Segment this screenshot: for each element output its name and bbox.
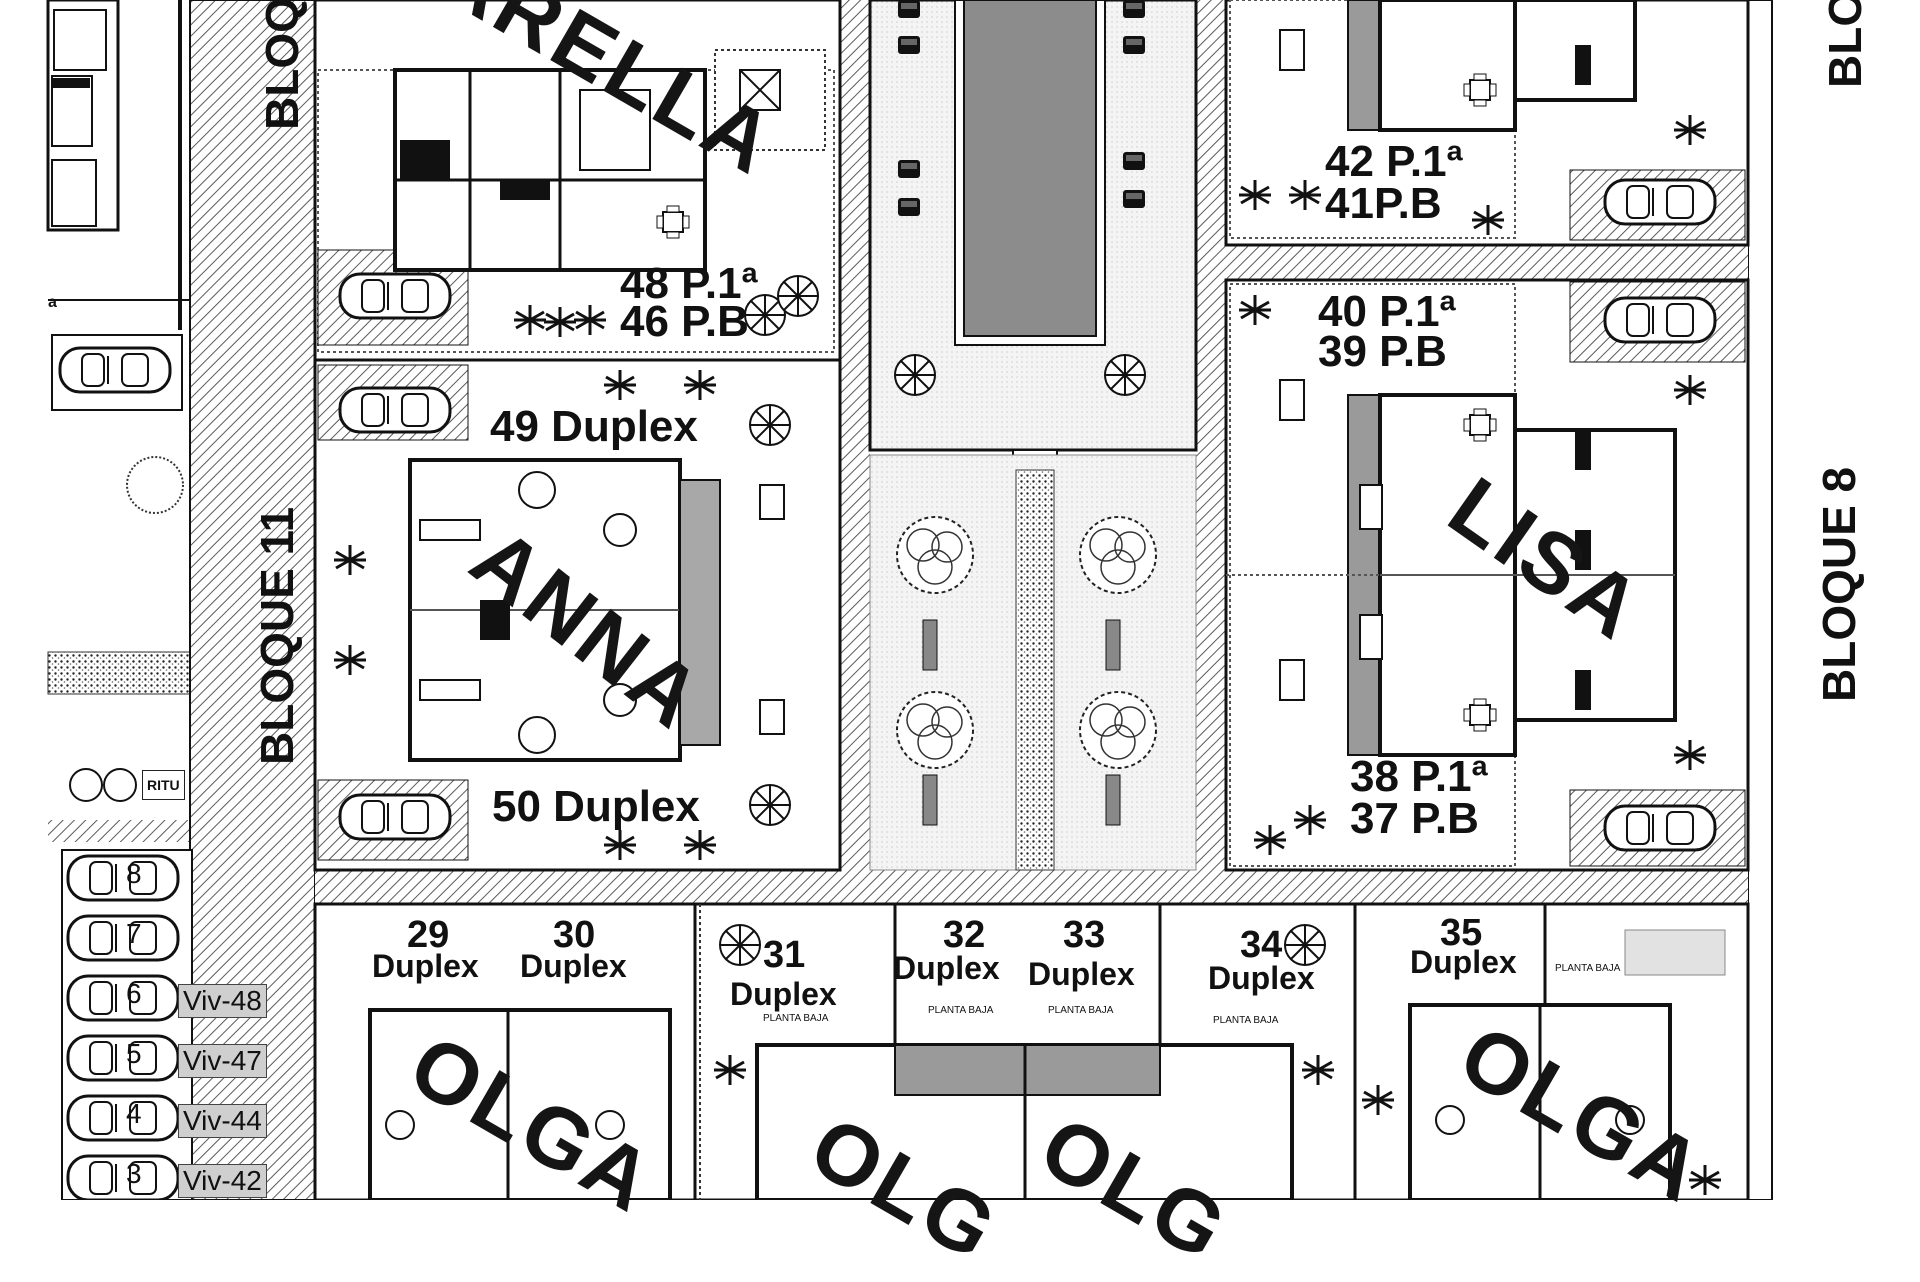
- unit-32-subtitle: PLANTA BAJA: [928, 1005, 994, 1016]
- parking-number: 3: [126, 1158, 142, 1189]
- neighbour-building-left: [46, 0, 191, 802]
- site-plan: [46, 0, 1773, 1200]
- pool: [963, 0, 1097, 337]
- parking-number: 8: [126, 858, 142, 889]
- parking-number: 7: [126, 918, 142, 949]
- unit-37-label: 37 P.B: [1350, 794, 1479, 843]
- parking-viv-label: Viv-44: [178, 1104, 267, 1138]
- unit-40-label: 40 P.1ª: [1318, 287, 1456, 336]
- unit-35-type: Duplex: [1410, 944, 1517, 980]
- unit-33-number: 33: [1063, 914, 1106, 956]
- block-anna: [313, 358, 842, 872]
- unit-46-label: 46 P.B: [620, 297, 749, 346]
- parking-viv-label: Viv-47: [178, 1044, 267, 1078]
- pool-area: [868, 0, 1198, 471]
- block-lisa: [1224, 278, 1750, 872]
- edge-letter: a: [48, 294, 57, 311]
- street-label-top-right: BLO: [1819, 0, 1871, 88]
- street-label-top-left: BLOQ: [256, 0, 308, 130]
- unit-38-label: 38 P.1ª: [1350, 752, 1488, 801]
- unit-33-type: Duplex: [1028, 956, 1135, 992]
- central-garden: [869, 454, 1197, 871]
- unit-35-number: 35: [1440, 912, 1483, 954]
- unit-30-number: 30: [553, 914, 596, 956]
- street-label-bloque-8: BLOQUE 8: [1813, 466, 1865, 702]
- unit-34-subtitle: PLANTA BAJA: [1213, 1015, 1279, 1026]
- unit-35-subtitle: PLANTA BAJA: [1555, 963, 1621, 974]
- unit-31-subtitle: PLANTA BAJA: [763, 1013, 829, 1024]
- unit-31-type: Duplex: [730, 976, 837, 1012]
- road-horizontal: [315, 870, 1748, 904]
- unit-48-label: 48 P.1ª: [620, 259, 758, 308]
- bottom-blocks: [313, 902, 1750, 1200]
- block-estrella: [313, 0, 842, 362]
- unit-31-number: 31: [763, 934, 806, 976]
- unit-32-number: 32: [943, 914, 986, 956]
- unit-32-type: Duplex: [893, 950, 1000, 986]
- unit-34-type: Duplex: [1208, 960, 1315, 996]
- parking-number: 4: [126, 1098, 142, 1129]
- street-label-bloque-11: BLOQUE 11: [251, 506, 303, 765]
- unit-33-subtitle: PLANTA BAJA: [1048, 1005, 1114, 1016]
- unit-30-type: Duplex: [520, 948, 627, 984]
- unit-29-number: 29: [407, 914, 450, 956]
- block-right-top: [1224, 0, 1750, 247]
- parking-column: [61, 849, 193, 1200]
- ritu-label: RITU: [142, 770, 185, 800]
- unit-29-type: Duplex: [372, 948, 479, 984]
- unit-42-label: 42 P.1ª: [1325, 137, 1463, 186]
- parking-number: 6: [126, 978, 142, 1009]
- parking-viv-label: Viv-48: [178, 984, 267, 1018]
- unit-34-number: 34: [1240, 924, 1283, 966]
- unit-49-label: 49 Duplex: [490, 402, 698, 451]
- unit-41-label: 41P.B: [1325, 179, 1442, 228]
- unit-39-label: 39 P.B: [1318, 327, 1447, 376]
- parking-viv-label: Viv-42: [178, 1164, 267, 1198]
- unit-50-label: 50 Duplex: [492, 782, 700, 831]
- parking-number: 5: [126, 1038, 142, 1069]
